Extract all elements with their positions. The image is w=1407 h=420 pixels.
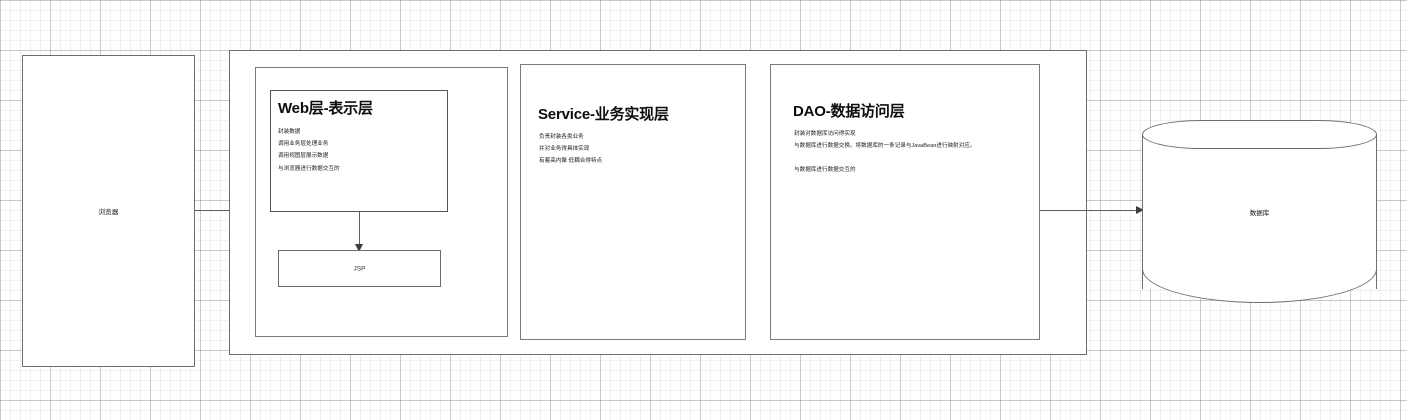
layer-dao-spacer [794,152,979,164]
jsp-node-label: JSP [353,265,366,272]
layer-service-line-3: 有着高内聚 低耦合得特点 [539,158,603,165]
layer-web-line-1: 封装数据 [278,129,301,135]
browser-node[interactable]: 浏览器 [22,55,195,367]
connector-dao-to-database [1040,210,1140,211]
layer-service-line-1: 负责封装各类业务 [539,134,584,140]
database-cylinder-body [1142,134,1377,289]
database-cylinder-bottom [1142,269,1377,303]
layer-web-line-3: 调用视图层展示数据 [278,153,329,160]
layer-dao-line-1: 封装对数据库访问得实现 [794,131,856,137]
layer-service-line-2: 并对业务得具体实现 [539,146,590,153]
layer-dao-line-2: 与数据库进行数据交换。将数据库的一条记录与JavaBean进行映射对应。 [794,143,976,150]
layer-dao[interactable] [770,64,1040,340]
arrowhead-web-to-jsp-icon [354,244,363,252]
layer-dao-line-4: 与数据库进行数据交互的 [794,167,856,174]
layer-web-inner-card[interactable] [270,90,448,212]
browser-node-label: 浏览器 [98,209,119,216]
layer-web-line-2: 调用业务层处理业务 [278,141,329,148]
layer-service[interactable] [520,64,746,340]
layer-service-title: Service-业务实现层 [538,106,669,123]
layer-service-body: 负责封装各类业务 并对业务得具体实现 有着高内聚 低耦合得特点 [539,131,709,168]
layer-web-body: 封装数据 调用业务层处理业务 调用视图层展示数据 与浏览器进行数据交互的 [278,126,443,175]
arrowhead-dao-to-database-icon [1136,205,1144,214]
connector-client-to-server [195,210,255,211]
layer-dao-body: 封装对数据库访问得实现 与数据库进行数据交换。将数据库的一条记录与JavaBea… [794,128,979,177]
connector-web-to-jsp [359,212,360,250]
layer-dao-title: DAO-数据访问层 [793,103,905,120]
layer-web-title: Web层-表示层 [278,100,373,117]
database-node-label: 数据库 [1249,209,1270,217]
jsp-node[interactable]: JSP [278,250,441,287]
database-cylinder-top-ellipse-icon [1142,120,1377,149]
layer-web-line-4: 与浏览器进行数据交互的 [278,165,340,172]
database-node[interactable]: 数据库 [1142,120,1377,303]
